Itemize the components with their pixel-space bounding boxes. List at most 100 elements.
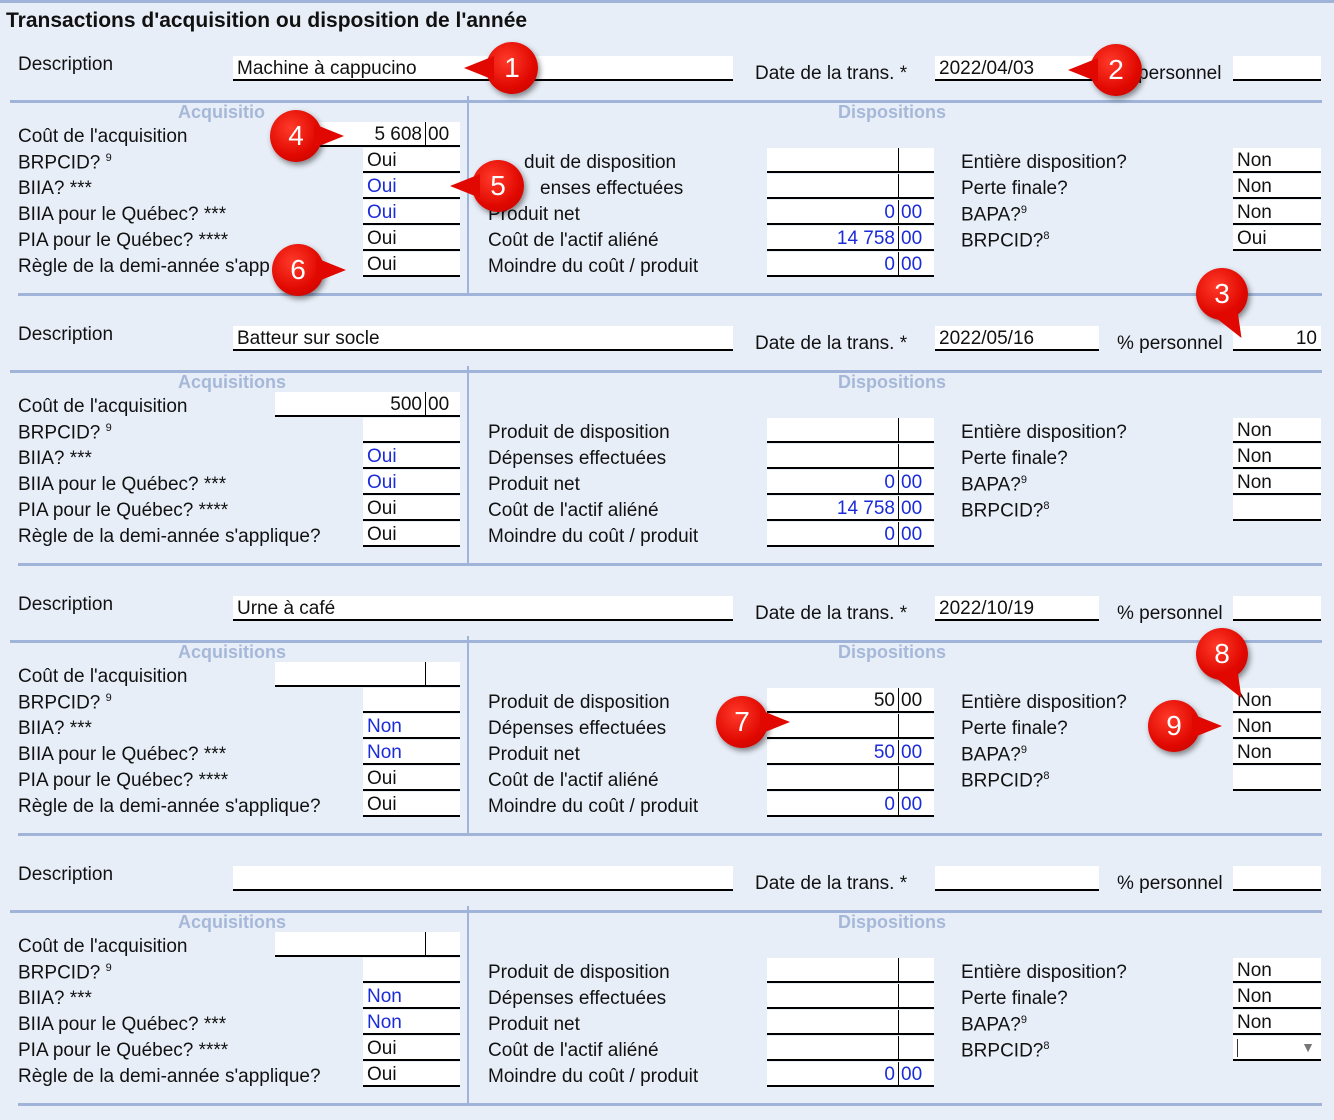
- bapa-select[interactable]: Non: [1233, 200, 1321, 225]
- description-input[interactable]: Urne à café: [233, 596, 733, 621]
- perte-finale-label-text: Perte finale?: [961, 718, 1068, 739]
- biia-select[interactable]: Non: [363, 984, 460, 1009]
- produit-disposition-input[interactable]: [767, 148, 934, 173]
- depenses-effectuees-input-dollars: [767, 444, 898, 467]
- biia-select[interactable]: Oui: [363, 444, 460, 469]
- bapa-select[interactable]: Non: [1233, 470, 1321, 495]
- brpcid-select[interactable]: [363, 688, 460, 713]
- cout-actif-aliene-input[interactable]: [767, 766, 934, 791]
- perte-finale-select[interactable]: Non: [1233, 444, 1321, 469]
- date-input[interactable]: 2022/10/19: [935, 596, 1099, 621]
- cout-acquisition-label: Coût de l'acquisition: [18, 936, 187, 958]
- brpcid-select[interactable]: [363, 418, 460, 443]
- description-input[interactable]: Batteur sur socle: [233, 326, 733, 351]
- pia_qc-select[interactable]: Oui: [363, 1036, 460, 1061]
- description-label: Description: [18, 54, 113, 76]
- depenses-effectuees-input[interactable]: [767, 984, 934, 1009]
- date-input[interactable]: [935, 866, 1099, 891]
- biia_qc-select[interactable]: Non: [363, 740, 460, 765]
- date-label: Date de la trans. *: [755, 603, 907, 625]
- brpcid-label: BRPCID? 9: [18, 692, 112, 714]
- brpcid-disposition-dropdown[interactable]: ▼: [1233, 1036, 1321, 1061]
- demi-select[interactable]: Oui: [363, 1062, 460, 1087]
- date-input[interactable]: 2022/05/16: [935, 326, 1099, 351]
- brpcid-disposition-select[interactable]: [1233, 766, 1321, 791]
- brpcid-disposition-select[interactable]: Oui: [1233, 226, 1321, 251]
- moindre-cout-produit-label: Moindre du coût / produit: [488, 1066, 698, 1088]
- entiere-disposition-select[interactable]: Non: [1233, 958, 1321, 983]
- brpcid-disposition-superscript: 8: [1043, 770, 1050, 782]
- entiere-disposition-select[interactable]: Non: [1233, 688, 1321, 713]
- biia_qc-select[interactable]: Non: [363, 1010, 460, 1035]
- cout-acquisition-label-text: Coût de l'acquisition: [18, 666, 188, 687]
- cout-actif-aliene-label-text: Coût de l'actif aliéné: [488, 230, 659, 251]
- produit-disposition-label-text: Produit de disposition: [488, 422, 670, 443]
- biia-label: BIIA? ***: [18, 448, 92, 470]
- personnel-input[interactable]: [1233, 56, 1321, 81]
- personnel-input[interactable]: [1233, 866, 1321, 891]
- dispositions-header: Dispositions: [838, 912, 947, 932]
- produit-net-input-dollars: [767, 1010, 898, 1033]
- produit-disposition-input[interactable]: [767, 418, 934, 443]
- demi-annee-label-text: Règle de la demi-année s'applique?: [18, 796, 321, 817]
- column-divider: [467, 366, 469, 564]
- personnel-input[interactable]: [1233, 596, 1321, 621]
- pia-quebec-label-text: PIA pour le Québec? ****: [18, 770, 229, 791]
- produit-net-input[interactable]: [767, 1010, 934, 1035]
- pia_qc-select[interactable]: Oui: [363, 226, 460, 251]
- biia-select[interactable]: Non: [363, 714, 460, 739]
- description-label: Description: [18, 324, 113, 346]
- biia-select[interactable]: Oui: [363, 174, 460, 199]
- entiere-disposition-select[interactable]: Non: [1233, 148, 1321, 173]
- perte-finale-select[interactable]: Non: [1233, 984, 1321, 1009]
- depenses-effectuees-input[interactable]: [767, 714, 934, 739]
- demi-select[interactable]: Oui: [363, 522, 460, 547]
- depenses-effectuees-input[interactable]: [767, 444, 934, 469]
- cout-actif-aliene-input[interactable]: [767, 1036, 934, 1061]
- brpcid-select[interactable]: [363, 958, 460, 983]
- bapa-select[interactable]: Non: [1233, 740, 1321, 765]
- brpcid-disposition-select[interactable]: [1233, 496, 1321, 521]
- produit-net-label-text: Produit net: [488, 744, 580, 765]
- perte-finale-label: Perte finale?: [961, 988, 1068, 1010]
- produit-disposition-input[interactable]: [767, 958, 934, 983]
- cout-acquisition-input[interactable]: [275, 662, 460, 687]
- cout-actif-aliene-input-cents: [899, 1036, 901, 1059]
- perte-finale-select[interactable]: Non: [1233, 714, 1321, 739]
- pia_qc-select[interactable]: Oui: [363, 496, 460, 521]
- cout-acquisition-label: Coût de l'acquisition: [18, 396, 187, 418]
- demi-annee-label-text: Règle de la demi-année s'applique?: [18, 526, 321, 547]
- biia-label: BIIA? ***: [18, 988, 92, 1010]
- perte-finale-label: Perte finale?: [961, 448, 1068, 470]
- pia_qc-select[interactable]: Oui: [363, 766, 460, 791]
- demi-select[interactable]: Oui: [363, 252, 460, 277]
- bapa-select[interactable]: Non: [1233, 1010, 1321, 1035]
- depenses-effectuees-label-text: enses effectuées: [540, 178, 684, 199]
- biia_qc-select[interactable]: Oui: [363, 470, 460, 495]
- brpcid-disposition-superscript: 8: [1043, 500, 1050, 512]
- depenses-effectuees-input[interactable]: [767, 174, 934, 199]
- cout-acquisition-input[interactable]: [275, 932, 460, 957]
- bapa-label-text: BAPA?: [961, 204, 1021, 226]
- moindre-cout-produit-input-dollars: 0: [884, 1064, 895, 1085]
- brpcid-select[interactable]: Oui: [363, 148, 460, 173]
- biia_qc-select[interactable]: Oui: [363, 200, 460, 225]
- perte-finale-select[interactable]: Non: [1233, 174, 1321, 199]
- demi-select[interactable]: Oui: [363, 792, 460, 817]
- entiere-disposition-select[interactable]: Non: [1233, 418, 1321, 443]
- description-input[interactable]: [233, 866, 733, 891]
- cout-acquisition-label: Coût de l'acquisition: [18, 666, 187, 688]
